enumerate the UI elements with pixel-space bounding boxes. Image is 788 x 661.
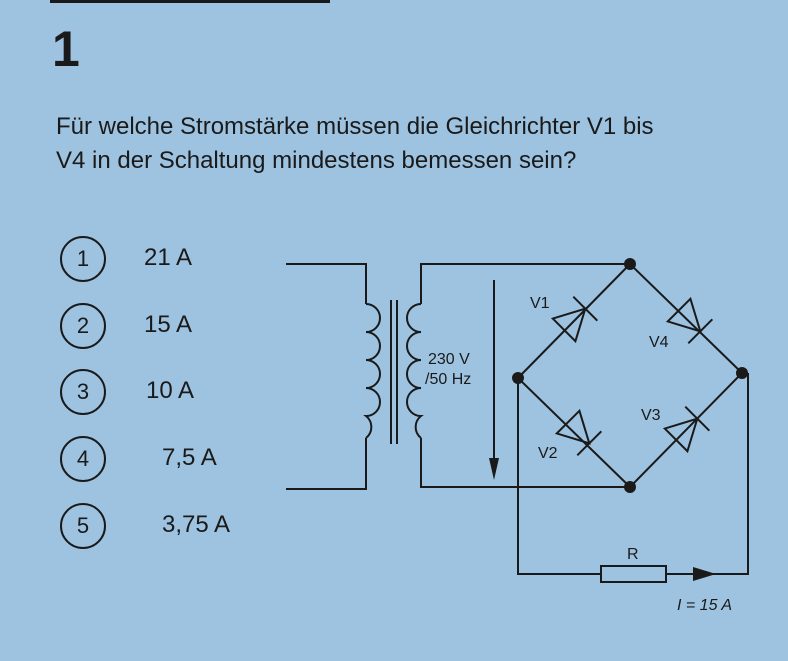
label-v3: V3 (641, 407, 661, 424)
voltage-label-1: 230 V (428, 351, 470, 368)
output-wire-left (517, 378, 601, 575)
option-1-number: 1 (60, 236, 106, 282)
output-wire-right (666, 373, 749, 575)
question-text: Für welche Stromstärke müssen die Gleich… (56, 110, 776, 178)
diode-v2 (554, 408, 603, 457)
bridge-side-v3 (629, 372, 743, 488)
option-4[interactable]: 4 7,5 A (60, 436, 280, 482)
secondary-wire-bottom (420, 438, 630, 488)
option-3-label: 10 A (146, 377, 195, 404)
bridge-side-v1 (517, 263, 631, 379)
junction-bottom (624, 481, 636, 493)
diode-v4 (665, 296, 714, 345)
bridge-side-v4 (629, 263, 743, 374)
option-3[interactable]: 3 10 A (60, 369, 280, 415)
question-line-2: V4 in der Schaltung mindestens bemessen … (56, 147, 577, 174)
option-5[interactable]: 5 3,75 A (60, 503, 280, 549)
option-2-label: 15 A (144, 311, 193, 338)
primary-wire-top (286, 263, 367, 304)
question-number: 1 (52, 21, 80, 77)
option-5-label: 3,75 A (162, 511, 231, 538)
question-line-1: Für welche Stromstärke müssen die Gleich… (56, 113, 654, 140)
secondary-coil (406, 303, 424, 439)
primary-coil (363, 303, 381, 439)
secondary-wire-top (420, 263, 630, 304)
junction-left (512, 372, 524, 384)
label-v4: V4 (649, 334, 669, 351)
option-2-number: 2 (60, 303, 106, 349)
label-v1: V1 (530, 295, 550, 312)
option-2[interactable]: 2 15 A (60, 303, 280, 349)
primary-wire-bottom (286, 438, 367, 490)
option-4-label: 7,5 A (162, 444, 217, 471)
junction-right (736, 367, 748, 379)
top-rule (50, 0, 330, 3)
label-current: I = 15 A (677, 597, 732, 614)
resistor-r (600, 565, 667, 583)
option-1-label: 21 A (144, 244, 193, 271)
junction-top (624, 258, 636, 270)
voltage-arrow-head (489, 458, 499, 480)
voltage-label-2: /50 Hz (425, 371, 471, 388)
label-resistor: R (627, 546, 639, 563)
diode-v3 (662, 405, 711, 454)
bridge-side-v2 (517, 377, 631, 488)
diode-v1 (550, 295, 599, 344)
option-4-number: 4 (60, 436, 106, 482)
option-3-number: 3 (60, 369, 106, 415)
option-1[interactable]: 1 21 A (60, 236, 280, 282)
option-5-number: 5 (60, 503, 106, 549)
current-arrow-head (693, 567, 716, 581)
label-v2: V2 (538, 445, 558, 462)
